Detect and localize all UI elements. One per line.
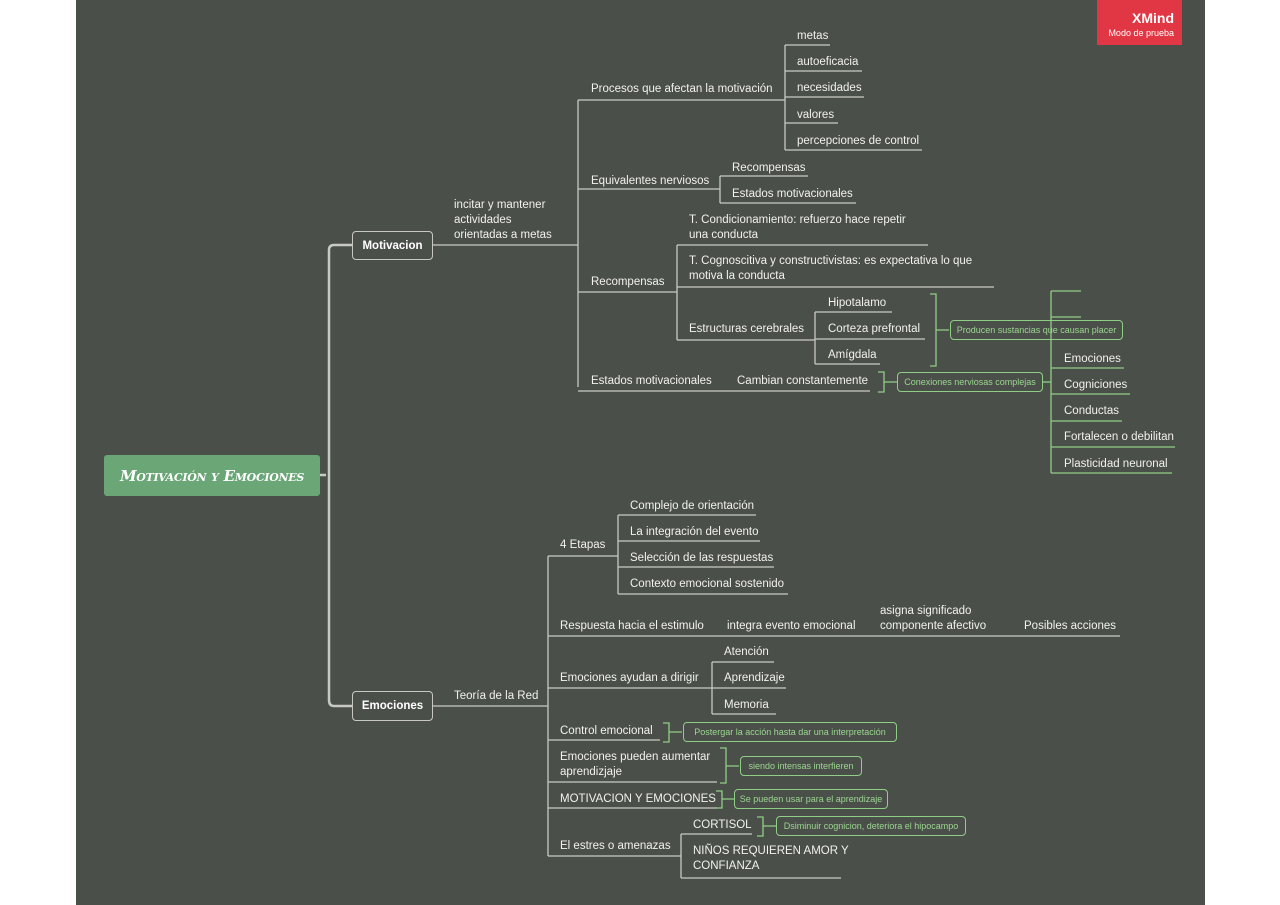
procesos-item[interactable]: metas [797, 30, 829, 42]
procesos-item[interactable]: necesidades [797, 82, 862, 94]
estructura-item[interactable]: Amígdala [828, 349, 877, 361]
conexiones-item[interactable]: Cogniciones [1064, 379, 1128, 391]
ninos-topic[interactable]: NIÑOS REQUIEREN AMOR Y CONFIANZA [693, 845, 849, 872]
estres-topic[interactable]: El estres o amenazas [560, 840, 671, 852]
brand-label: XMind [1132, 10, 1174, 26]
xmind-trial-badge: XMind Modo de prueba [1097, 0, 1182, 45]
dirigir-topic[interactable]: Emociones ayudan a dirigir [560, 672, 699, 684]
etapa-item[interactable]: Selección de las respuestas [630, 552, 774, 564]
equivalentes-topic[interactable]: Equivalentes nerviosos [591, 175, 710, 187]
etapas-topic[interactable]: 4 Etapas [560, 539, 606, 551]
dirigir-item[interactable]: Atención [724, 646, 769, 658]
integra-topic[interactable]: integra evento emocional [727, 620, 856, 632]
recompensas-topic[interactable]: Recompensas [591, 276, 665, 288]
control-topic[interactable]: Control emocional [560, 725, 653, 737]
placer-note[interactable]: Producen sustancias que causan placer [950, 320, 1123, 340]
dirigir-item[interactable]: Aprendizaje [724, 672, 785, 684]
cortisol-note[interactable]: Dsiminuir cognicion, deteriora el hipoca… [776, 816, 966, 836]
cortisol-topic[interactable]: CORTISOL [693, 819, 752, 831]
myemo-note[interactable]: Se pueden usar para el aprendizaje [734, 789, 888, 809]
teoria-cognoscitiva[interactable]: T. Cognoscitiva y constructivistas: es e… [689, 255, 973, 282]
equivalentes-item[interactable]: Recompensas [732, 162, 806, 174]
mindmap-canvas [76, 0, 1205, 905]
estructuras-topic[interactable]: Estructuras cerebrales [689, 323, 805, 335]
conexiones-item[interactable]: Emociones [1064, 353, 1121, 365]
cambian-topic[interactable]: Cambian constantemente [737, 375, 869, 387]
procesos-item[interactable]: valores [797, 109, 835, 121]
mode-label: Modo de prueba [1108, 28, 1174, 38]
etapa-item[interactable]: Contexto emocional sostenido [630, 578, 785, 590]
asigna-topic[interactable]: asigna significado componente afectivo [880, 605, 987, 632]
estados-topic[interactable]: Estados motivacionales [591, 375, 712, 387]
conexiones-item[interactable]: Plasticidad neuronal [1064, 458, 1168, 470]
etapa-item[interactable]: La integración del evento [630, 526, 759, 538]
conexiones-item[interactable]: Fortalecen o debilitan [1064, 431, 1174, 443]
procesos-item[interactable]: autoeficacia [797, 56, 859, 68]
aumentar-topic[interactable]: Emociones pueden aumentar aprendizjaje [560, 751, 711, 778]
dirigir-item[interactable]: Memoria [724, 699, 769, 711]
procesos-topic[interactable]: Procesos que afectan la motivación [591, 83, 773, 95]
teoria-condicionamiento[interactable]: T. Condicionamiento: refuerzo hace repet… [689, 214, 906, 241]
topic-motivacion[interactable]: Motivacion [352, 231, 433, 260]
etapa-item[interactable]: Complejo de orientación [630, 500, 755, 512]
estructura-item[interactable]: Corteza prefrontal [828, 323, 921, 335]
control-note[interactable]: Postergar la acción hasta dar una interp… [683, 722, 897, 742]
conexiones-item[interactable]: Conductas [1064, 405, 1119, 417]
teoria-red[interactable]: Teoría de la Red [454, 690, 539, 702]
estructura-item[interactable]: Hipotalamo [828, 297, 887, 309]
motivacion-definition[interactable]: incitar y mantener actividades orientada… [454, 199, 552, 241]
root-topic[interactable]: Motivación y Emociones [104, 455, 320, 496]
acciones-topic[interactable]: Posibles acciones [1024, 620, 1117, 632]
conexiones-note[interactable]: Conexiones nerviosas complejas [897, 372, 1043, 392]
aumentar-note[interactable]: siendo intensas interfieren [740, 756, 862, 776]
procesos-item[interactable]: percepciones de control [797, 135, 920, 147]
myemo-topic[interactable]: MOTIVACION Y EMOCIONES [560, 793, 716, 805]
topic-emociones[interactable]: Emociones [352, 691, 433, 721]
respuesta-topic[interactable]: Respuesta hacia el estimulo [560, 620, 704, 632]
equivalentes-item[interactable]: Estados motivacionales [732, 188, 853, 200]
